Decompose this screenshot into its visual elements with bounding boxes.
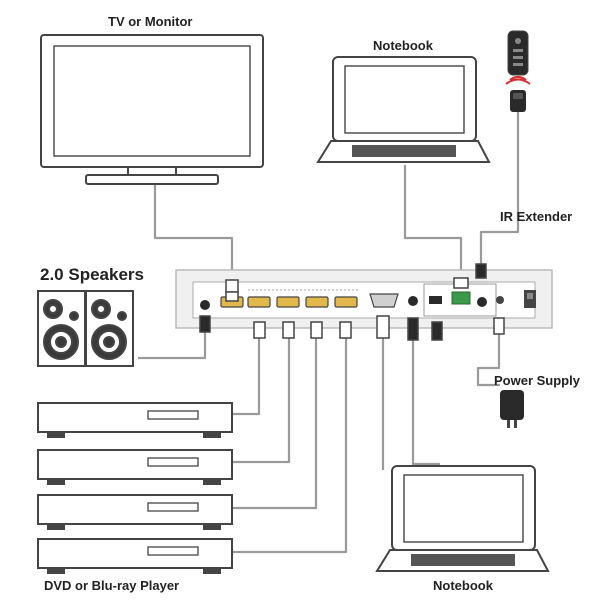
label-power-supply: Power Supply (494, 373, 580, 388)
label-tv: TV or Monitor (108, 14, 193, 29)
ir-remote-icon (505, 30, 531, 85)
cables (138, 112, 520, 554)
cable-notebook-top (403, 165, 463, 282)
cable-tv-output (153, 185, 234, 282)
label-ir-extender: IR Extender (500, 209, 573, 224)
player-icon (37, 402, 233, 574)
notebook-icon (316, 56, 491, 163)
cable-notebook-audio (411, 340, 440, 466)
label-notebook-top: Notebook (373, 38, 433, 53)
cable-ir-extender (479, 112, 520, 275)
label-speakers: 2.0 Speakers (40, 265, 144, 284)
cable-player-3 (232, 337, 318, 510)
cable-player-2 (232, 337, 291, 464)
label-notebook-bottom: Notebook (433, 578, 493, 593)
cable-player-1 (232, 337, 261, 416)
speaker-icon (37, 290, 134, 367)
label-players: DVD or Blu-ray Player (44, 578, 180, 593)
notebook-icon (375, 465, 550, 572)
power-adapter-icon (500, 390, 524, 428)
tv-icon (40, 34, 264, 185)
cable-power (476, 332, 501, 387)
ir-receiver-icon (510, 90, 526, 112)
cable-speakers-audio (138, 330, 207, 360)
cable-player-4 (232, 337, 348, 554)
cable-connectors (199, 263, 505, 341)
